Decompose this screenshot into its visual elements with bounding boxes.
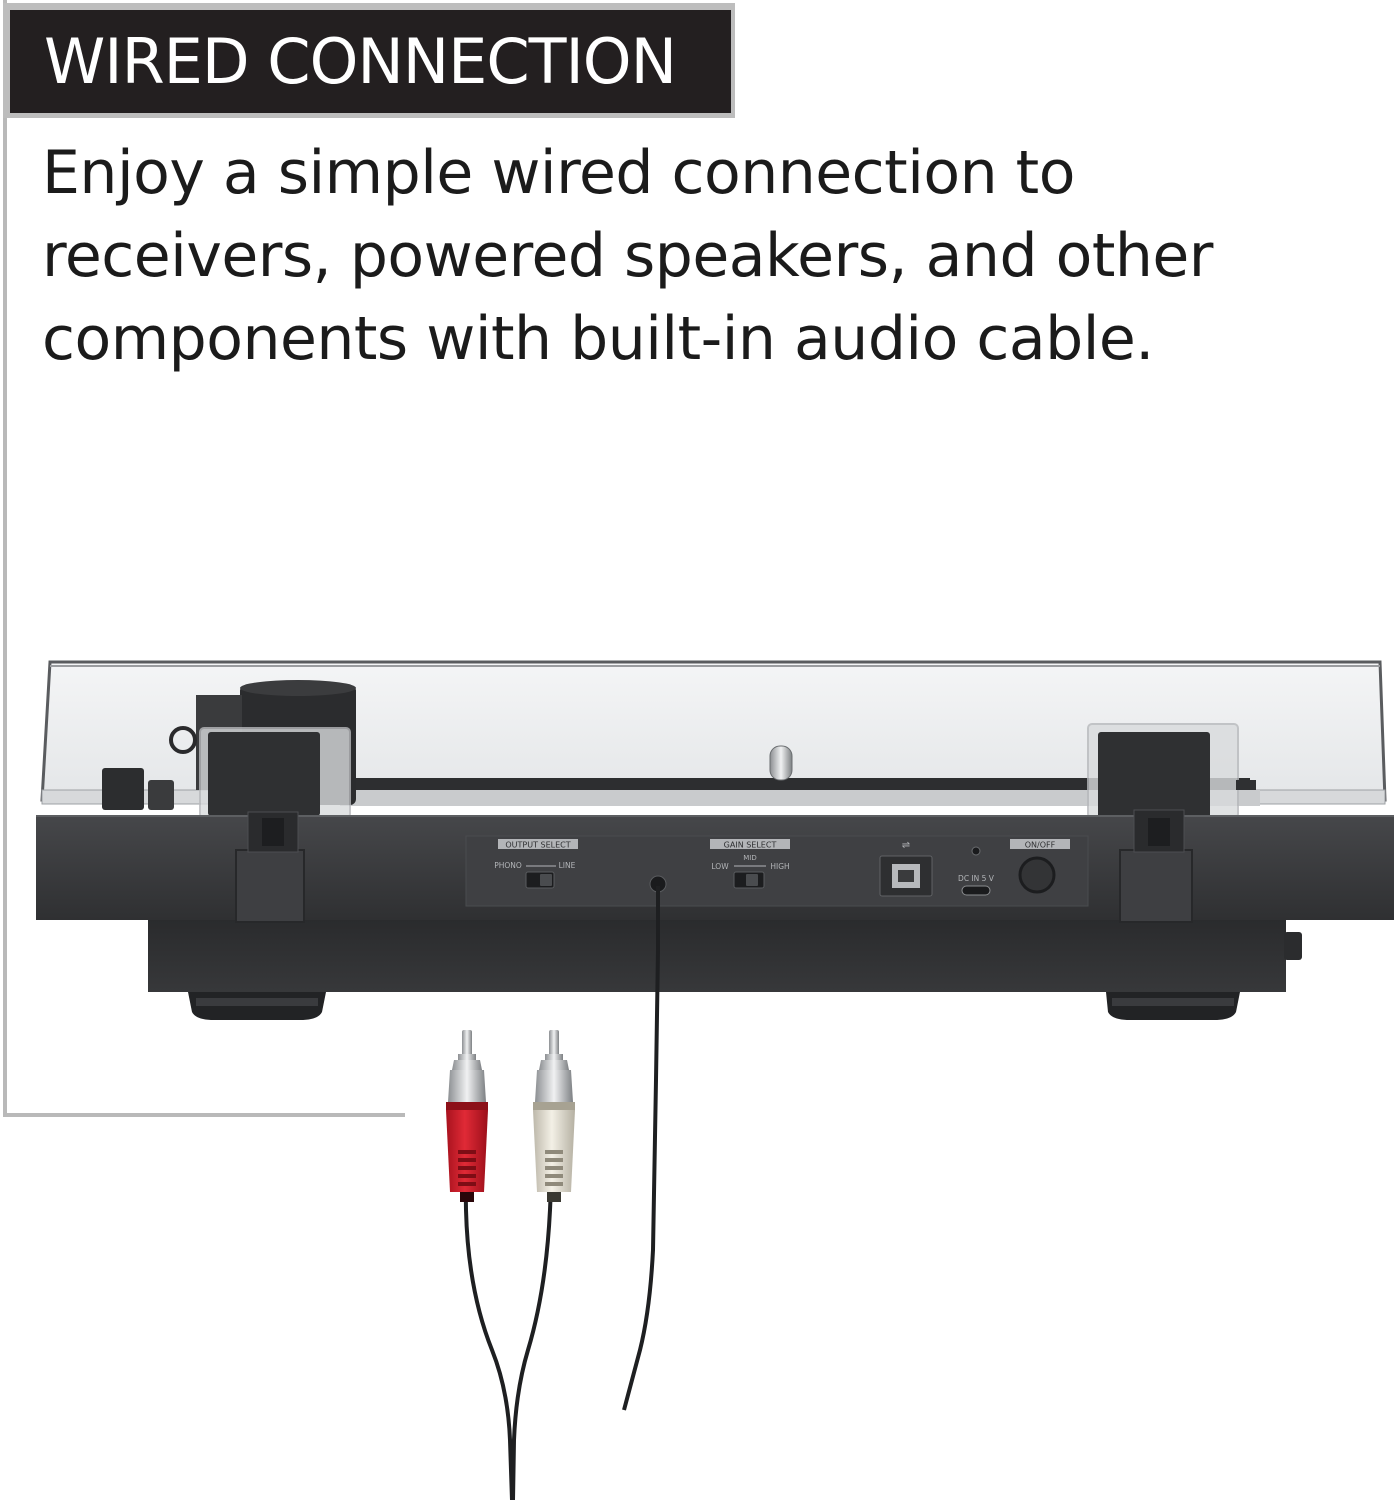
cable-split-left (463, 1139, 514, 1500)
page-title: WIRED CONNECTION (10, 10, 731, 113)
rca-plug-red (446, 1030, 488, 1202)
power-label: ON/OFF (1025, 841, 1056, 850)
rca-plug-white (533, 1030, 575, 1202)
output-select-label: OUTPUT SELECT (505, 841, 570, 850)
hinge-left (199, 727, 351, 819)
high-label: HIGH (770, 862, 789, 871)
cable-split-right (511, 1139, 555, 1500)
description-line-1: Enjoy a simple wired connection to (42, 138, 1075, 208)
dc-in-label: DC IN 5 V (958, 874, 995, 883)
power-button[interactable] (1018, 856, 1056, 894)
frame-line-left (3, 0, 7, 1117)
line-label: LINE (559, 861, 576, 870)
description: Enjoy a simple wired connection to recei… (42, 132, 1372, 381)
hinge-right (1087, 723, 1256, 819)
turntable-svg: OUTPUT SELECT PHONO LINE GAIN SELECT MID… (36, 660, 1394, 1500)
description-line-2: receivers, powered speakers, and other (42, 221, 1213, 291)
gain-select-label: GAIN SELECT (724, 841, 777, 850)
hinge-bracket-right (1119, 809, 1193, 923)
usb-c-port (961, 885, 991, 896)
turntable-illustration: OUTPUT SELECT PHONO LINE GAIN SELECT MID… (0, 650, 1397, 1500)
title-banner: WIRED CONNECTION (3, 3, 735, 118)
audio-cable-main (622, 886, 660, 1411)
mid-label: MID (743, 854, 757, 862)
platter (340, 745, 1260, 806)
low-label: LOW (711, 862, 729, 871)
usb-icon: ⇌ (902, 840, 910, 851)
rear-panel: OUTPUT SELECT PHONO LINE GAIN SELECT MID… (465, 835, 1089, 907)
description-line-3: components with built-in audio cable. (42, 304, 1154, 374)
hinge-bracket-left (235, 811, 305, 923)
phono-label: PHONO (494, 861, 522, 870)
frame-line-bottom (3, 1113, 405, 1117)
